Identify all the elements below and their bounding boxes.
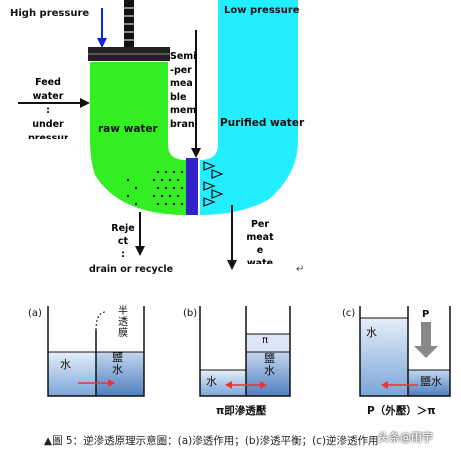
permeate-label: Per meat e wate [240, 218, 280, 264]
panel-c-caption: P（外壓）＞π [367, 405, 436, 417]
drain-label: drain or recycle [89, 264, 174, 275]
permeate-line: e [256, 245, 264, 256]
permeate-line: Per [250, 219, 270, 230]
panel-c-letter: (c) [342, 308, 356, 319]
high-pressure-label: High pressure [10, 8, 90, 19]
reject-line: ct [117, 236, 129, 247]
panel-c [359, 306, 451, 397]
membrane-line: mea [170, 78, 193, 89]
watermark: 头条@雨宇 [378, 431, 433, 444]
panel-c-water: 水 [366, 326, 377, 339]
reject-line: Reje [111, 223, 135, 234]
figure-caption: ▲圖 5：逆滲透原理示意圖：(a)滲透作用；(b)滲透平衡；(c)逆滲透作用 [44, 435, 379, 447]
feed-line: : [46, 105, 50, 116]
membrane-line: ble [170, 91, 187, 103]
purified-water-label: Purified water [220, 117, 305, 129]
reject-label: Reje ct : [108, 222, 138, 261]
panel-b-salt-water: 鹽 水 [264, 352, 275, 377]
raw-water-label: raw water [98, 123, 158, 135]
membrane-line: Semi [170, 51, 197, 62]
panel-b-water: 水 [206, 375, 217, 388]
piston-rod-hatch [124, 7, 134, 41]
panel-a-salt-water: 鹽 水 [112, 351, 123, 376]
panel-b-caption: π即滲透壓 [216, 405, 267, 417]
panel-c-pressure: P [422, 309, 430, 320]
feed-water-label: Feed water : under pressure [28, 76, 68, 139]
membrane-label: Semi -per mea ble mem bran [170, 50, 196, 131]
panel-c-salt-water: 鹽水 [420, 375, 442, 388]
panel-a-letter: (a) [28, 308, 42, 319]
permeate-line: wate [246, 258, 274, 264]
membrane-line: mem [170, 105, 197, 116]
purified-water-region [200, 0, 298, 215]
feed-line: pressure [28, 133, 68, 139]
membrane-line: -per [170, 64, 192, 76]
feed-line: Feed [35, 77, 61, 88]
panel-a-membrane-label: 半 透 膜 [118, 306, 128, 339]
feed-line: water [32, 91, 64, 102]
raw-water-region [90, 62, 186, 215]
semi-permeable-membrane [186, 158, 198, 215]
low-pressure-label: Low pressure [224, 5, 300, 16]
salt-particles [126, 170, 184, 206]
permeate-line: meat [246, 232, 274, 243]
feed-line: under [32, 119, 64, 130]
panel-b-letter: (b) [183, 308, 198, 319]
panel-a-water: 水 [60, 358, 71, 371]
panel-a [47, 306, 145, 397]
return-mark: ↵ [296, 264, 305, 275]
water-molecules [203, 161, 224, 207]
panel-b-pi: π [262, 335, 269, 346]
membrane-line: bran [170, 118, 195, 130]
panel-b [199, 306, 291, 397]
reject-line: : [121, 249, 125, 260]
